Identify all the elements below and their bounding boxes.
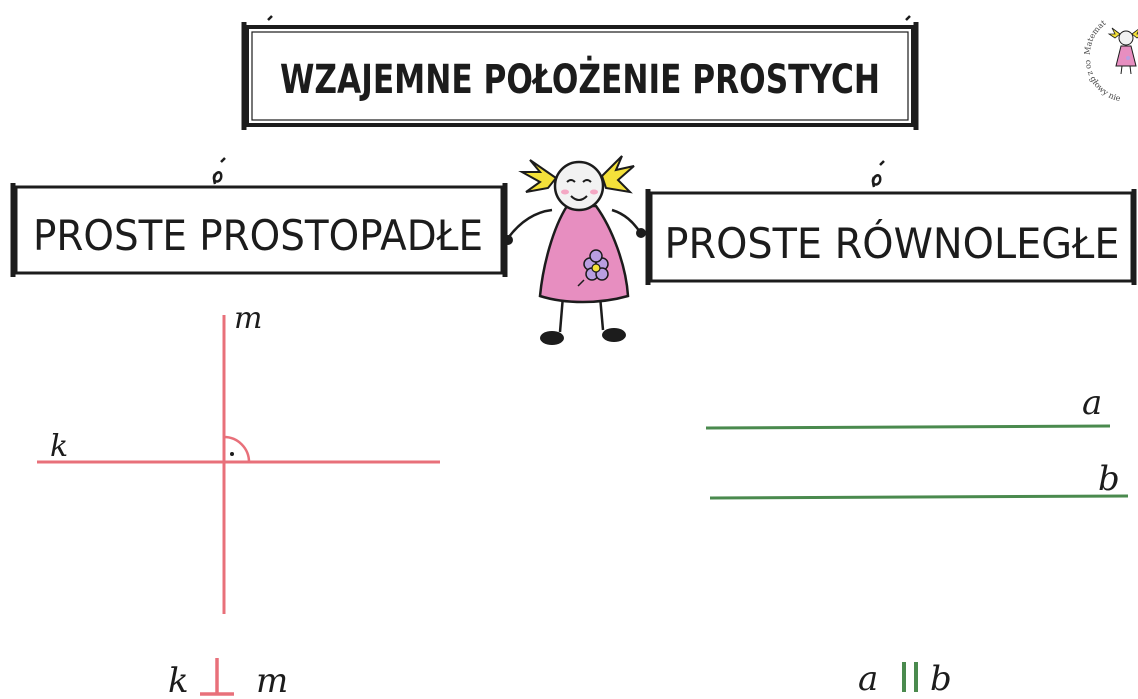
perpendicular-symbol <box>200 658 234 696</box>
label-m: m <box>234 301 262 336</box>
parallel-symbol <box>902 662 918 692</box>
perpendicular-diagram: m k <box>37 301 440 614</box>
girl-arm-left <box>507 208 553 239</box>
line-b <box>709 494 1129 500</box>
girl-illustration <box>503 155 646 345</box>
girl-hair-left <box>518 159 558 193</box>
right-angle-dot <box>230 452 234 456</box>
left-hook <box>212 157 226 185</box>
girl-hand-left <box>503 235 513 245</box>
girl-shoe-right <box>602 328 626 342</box>
right-sign: PROSTE RÓWNOLEGŁE <box>645 160 1137 285</box>
brand-logo: Matemat co z głowy nie <box>1083 18 1138 103</box>
label-b: b <box>1098 459 1120 499</box>
title-frame-inner <box>251 31 909 121</box>
line-a <box>705 424 1111 430</box>
right-angle-mark <box>223 435 251 463</box>
left-heading: PROSTE PROSTOPADŁE <box>33 211 483 260</box>
notation-a: a <box>858 659 878 699</box>
flower-icon <box>577 249 609 287</box>
svg-text:Matemat: Matemat <box>1083 18 1108 56</box>
left-sign: PROSTE PROSTOPADŁE <box>10 157 508 277</box>
girl-eye-left <box>566 179 576 183</box>
perpendicular-notation: k m <box>168 658 288 699</box>
girl-eye-right <box>582 179 592 183</box>
notation-b: b <box>930 659 952 699</box>
girl-smile <box>570 195 588 201</box>
right-hook <box>871 160 885 188</box>
parallel-diagram: a b <box>705 383 1129 500</box>
title-sign: WZAJEMNE POŁOŻENIE PROSTYCH <box>241 15 919 130</box>
right-heading: PROSTE RÓWNOLEGŁE <box>665 218 1120 268</box>
girl-cheek-right <box>590 189 598 195</box>
girl-dress <box>538 204 630 304</box>
page-title: WZAJEMNE POŁOŻENIE PROSTYCH <box>280 55 880 103</box>
girl-hand-right <box>636 228 646 238</box>
left-frame <box>14 185 504 275</box>
parallel-notation: a b <box>858 659 952 699</box>
logo-girl-icon <box>1107 27 1138 75</box>
girl-hair-right <box>600 155 635 194</box>
notation-m: m <box>256 661 288 699</box>
logo-top-text: Matemat <box>1083 18 1108 56</box>
girl-head <box>553 160 605 212</box>
girl-shoe-left <box>540 331 564 345</box>
notation-k: k <box>168 661 189 699</box>
title-frame <box>245 25 915 127</box>
girl-cheek-left <box>561 189 569 195</box>
girl-arm-right <box>611 208 642 233</box>
label-a: a <box>1082 383 1102 423</box>
label-k: k <box>50 429 68 464</box>
